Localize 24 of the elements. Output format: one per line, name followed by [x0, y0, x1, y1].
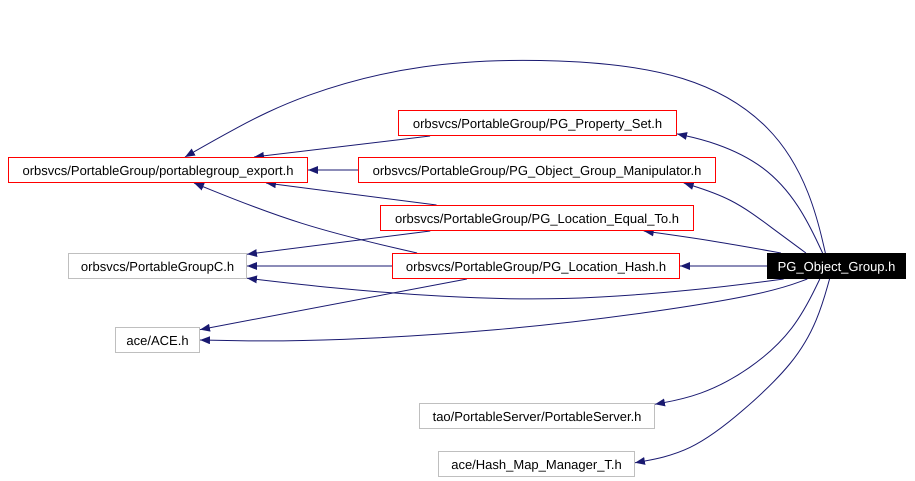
- file-node: orbsvcs/PortableGroup/portablegroup_export.h: [8, 157, 308, 183]
- file-node: ace/Hash_Map_Manager_T.h: [438, 451, 635, 477]
- arrow: [308, 166, 358, 174]
- arrow: [654, 278, 820, 406]
- file-node: orbsvcs/PortableGroupC.h: [68, 253, 247, 279]
- arrow: [200, 278, 468, 332]
- file-node: orbsvcs/PortableGroup/PG_Property_Set.h: [398, 110, 677, 136]
- file-node: ace/ACE.h: [115, 327, 200, 353]
- arrow: [683, 182, 806, 254]
- file-node: orbsvcs/PortableGroup/PG_Location_Equal_To.h: [380, 205, 694, 231]
- arrow: [246, 275, 784, 300]
- arrow: [680, 262, 768, 270]
- arrow: [676, 132, 824, 254]
- arrow: [254, 136, 431, 160]
- file-node: tao/PortableServer/PortableServer.h: [419, 403, 655, 429]
- file-node: orbsvcs/PortableGroup/PG_Location_Hash.h: [392, 253, 680, 279]
- selected-file-node: PG_Object_Group.h: [767, 253, 906, 279]
- arrow: [246, 230, 431, 257]
- arrow: [634, 278, 830, 465]
- arrow: [194, 182, 418, 254]
- arrow: [184, 60, 826, 254]
- arrow: [246, 262, 392, 270]
- arrow: [200, 278, 808, 344]
- file-node: orbsvcs/PortableGroup/PG_Object_Group_Manipulator.h: [358, 157, 716, 183]
